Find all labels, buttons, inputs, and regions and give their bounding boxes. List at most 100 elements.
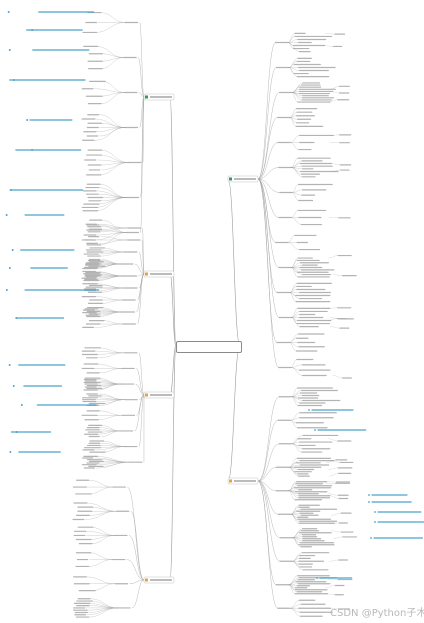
connector-line [101,440,125,447]
connector-line [257,443,280,482]
connector-line [332,375,343,379]
connector-line [100,149,129,163]
connector-line [91,583,116,591]
connector-line [330,163,341,165]
connector-line [99,184,127,198]
connector-line [129,579,145,584]
branch-marker-icon [145,272,148,276]
connector-line [134,263,145,275]
connector-line [292,537,302,547]
connector-line [289,292,300,299]
connector-line [291,311,300,318]
connector-line [290,359,297,368]
connector-line [329,86,340,90]
connector-line [134,394,145,432]
annotation-dot [11,249,14,251]
connector-line [329,495,340,499]
connector-line [98,393,126,400]
connector-line [289,600,300,609]
connector-line [142,227,145,275]
connector-line [289,608,301,613]
connector-line [289,117,297,127]
connector-line [136,394,145,416]
connector-line [99,251,125,257]
connector-line [257,117,278,180]
connector-line [291,396,300,404]
connector-line [291,317,298,321]
annotation-dot [8,267,11,269]
connector-line [288,64,295,68]
connector-line [289,108,297,118]
connector-line [288,584,298,592]
connector-line [291,91,300,93]
connector-line [135,383,145,396]
connector-line [169,345,177,396]
connector-line [96,159,129,163]
annotation-dot [368,501,370,503]
connector-line [88,480,114,488]
connector-line [95,46,125,58]
connector-line [100,425,121,432]
annotation-dot [368,494,370,496]
connector-line [136,273,145,301]
annotation-dot [12,385,15,387]
connector-line [291,317,301,327]
connector-line [290,420,298,428]
connector-line [137,57,145,98]
connector-line [290,167,303,177]
connector-line [287,42,294,46]
connector-line [289,608,301,617]
connector-line [169,345,177,581]
connector-line [136,273,145,313]
connector-line [257,178,279,368]
connector-line [287,42,300,52]
connector-line [289,292,297,302]
connector-line [227,345,241,482]
branch-marker-icon [145,393,148,397]
connector-line [94,197,127,208]
connector-line [291,552,303,562]
connector-line [291,561,304,570]
connector-line [290,420,297,423]
connector-line [99,410,123,416]
connector-line [290,167,302,175]
connector-line [287,235,295,243]
connector-line [323,45,334,47]
connector-line [291,308,298,318]
connector-line [96,275,125,280]
connector-line [99,127,126,137]
connector-line [327,318,338,321]
connector-line [290,142,299,150]
connector-line [95,127,126,132]
connector-line [327,307,338,309]
connector-line [98,262,121,265]
connector-line [98,239,128,244]
connector-line [290,135,300,143]
connector-line [85,511,117,520]
connector-line [90,527,115,536]
connector-line [94,232,127,241]
connector-line [328,473,339,477]
center-node[interactable] [176,341,242,353]
connector-line [289,286,297,293]
connector-line [257,178,278,343]
connector-line [290,417,300,421]
connector-line [291,317,298,324]
connector-line [101,430,121,437]
connector-line [290,210,299,218]
connector-line [289,283,298,293]
connector-line [98,187,127,198]
annotation-dot [8,364,11,366]
connector-line [257,178,280,218]
connector-line [142,96,145,163]
connector-line [291,314,300,318]
connector-line [100,123,126,128]
connector-line [100,57,125,69]
connector-line [291,443,302,453]
connector-line [288,581,297,585]
connector-line [257,480,279,609]
connector-line [288,584,296,594]
connector-line [291,438,298,444]
connector-line [99,368,123,373]
connector-line [94,88,125,93]
